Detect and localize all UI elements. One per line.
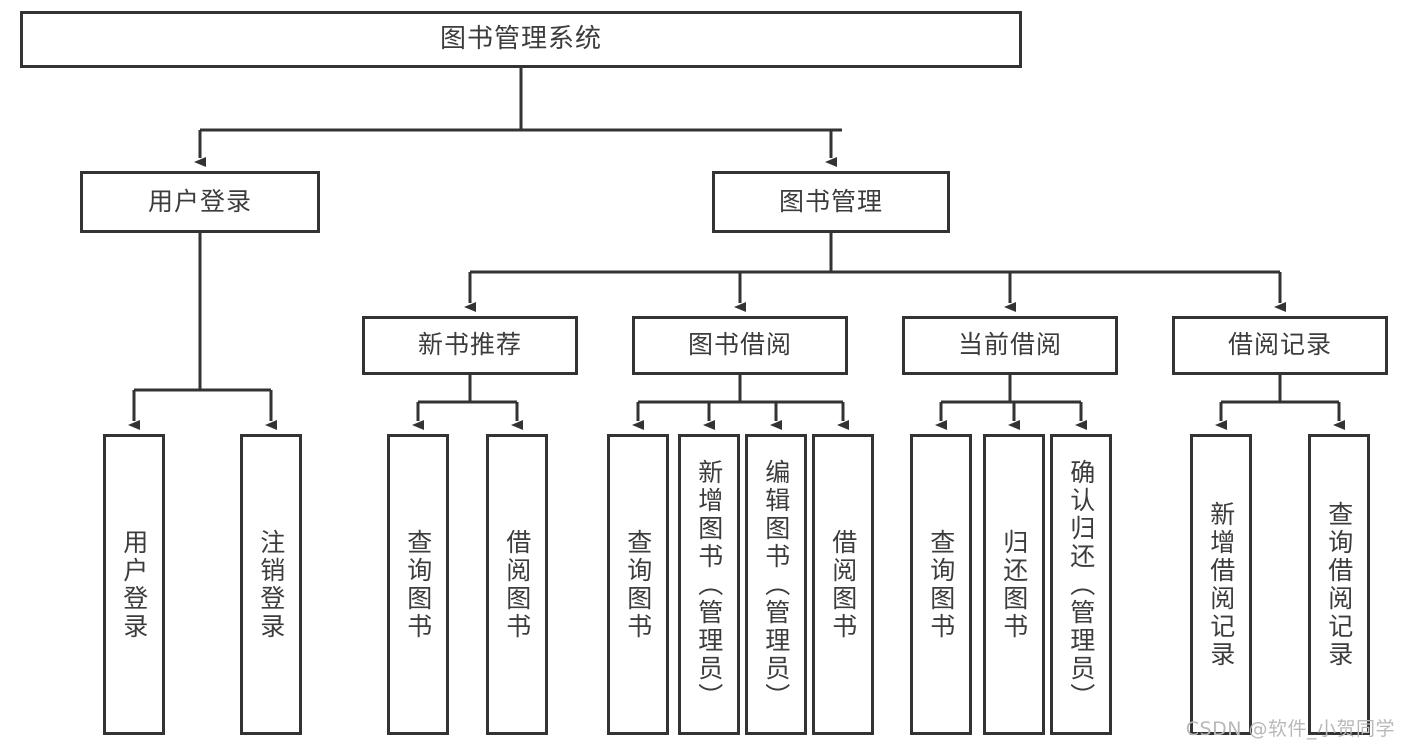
- node-current-borrow-label: 当前借阅: [957, 330, 1062, 360]
- node-leaf-query-record[interactable]: 查询借阅记录: [1308, 434, 1370, 735]
- node-leaf-query-book-2-label: 查询图书: [623, 528, 653, 641]
- node-leaf-add-record-label: 新增借阅记录: [1206, 500, 1236, 669]
- node-leaf-user-login[interactable]: 用户登录: [103, 434, 165, 735]
- node-leaf-query-book-1-label: 查询图书: [403, 528, 433, 641]
- node-leaf-logout-label: 注销登录: [256, 528, 286, 641]
- node-leaf-add-book[interactable]: 新增图书（管理员）: [678, 434, 740, 735]
- node-leaf-query-book-3-label: 查询图书: [926, 528, 956, 641]
- node-current-borrow[interactable]: 当前借阅: [902, 316, 1118, 375]
- node-leaf-confirm-return[interactable]: 确认归还（管理员）: [1050, 434, 1112, 735]
- node-leaf-return-book-label: 归还图书: [999, 528, 1029, 641]
- node-leaf-borrow-book-2-label: 借阅图书: [828, 528, 858, 641]
- node-leaf-query-record-label: 查询借阅记录: [1324, 500, 1354, 669]
- node-user-login-label: 用户登录: [147, 186, 252, 216]
- node-borrow-record[interactable]: 借阅记录: [1172, 316, 1388, 375]
- node-leaf-query-book-1[interactable]: 查询图书: [387, 434, 449, 735]
- node-leaf-borrow-book-2[interactable]: 借阅图书: [812, 434, 874, 735]
- node-leaf-logout[interactable]: 注销登录: [240, 434, 302, 735]
- node-book-manage-label: 图书管理: [778, 186, 883, 216]
- node-new-book-rec-label: 新书推荐: [417, 330, 522, 360]
- node-leaf-borrow-book-1[interactable]: 借阅图书: [486, 434, 548, 735]
- node-leaf-query-book-2[interactable]: 查询图书: [607, 434, 669, 735]
- node-leaf-confirm-return-label: 确认归还（管理员）: [1066, 458, 1096, 711]
- node-leaf-borrow-book-1-label: 借阅图书: [502, 528, 532, 641]
- node-leaf-user-login-label: 用户登录: [119, 528, 149, 641]
- node-book-manage[interactable]: 图书管理: [712, 171, 950, 233]
- node-root[interactable]: 图书管理系统: [20, 11, 1022, 68]
- node-leaf-query-book-3[interactable]: 查询图书: [910, 434, 972, 735]
- node-leaf-return-book[interactable]: 归还图书: [983, 434, 1045, 735]
- node-root-label: 图书管理系统: [439, 23, 602, 54]
- node-leaf-edit-book-label: 编辑图书（管理员）: [761, 458, 791, 711]
- node-leaf-add-record[interactable]: 新增借阅记录: [1190, 434, 1252, 735]
- node-new-book-rec[interactable]: 新书推荐: [362, 316, 578, 375]
- node-book-borrow[interactable]: 图书借阅: [632, 316, 848, 375]
- node-leaf-add-book-label: 新增图书（管理员）: [694, 458, 724, 711]
- csdn-watermark: CSDN @软件_小贺同学: [1185, 718, 1395, 740]
- node-book-borrow-label: 图书借阅: [687, 330, 792, 360]
- node-borrow-record-label: 借阅记录: [1227, 330, 1332, 360]
- node-user-login[interactable]: 用户登录: [80, 171, 320, 233]
- node-leaf-edit-book[interactable]: 编辑图书（管理员）: [745, 434, 807, 735]
